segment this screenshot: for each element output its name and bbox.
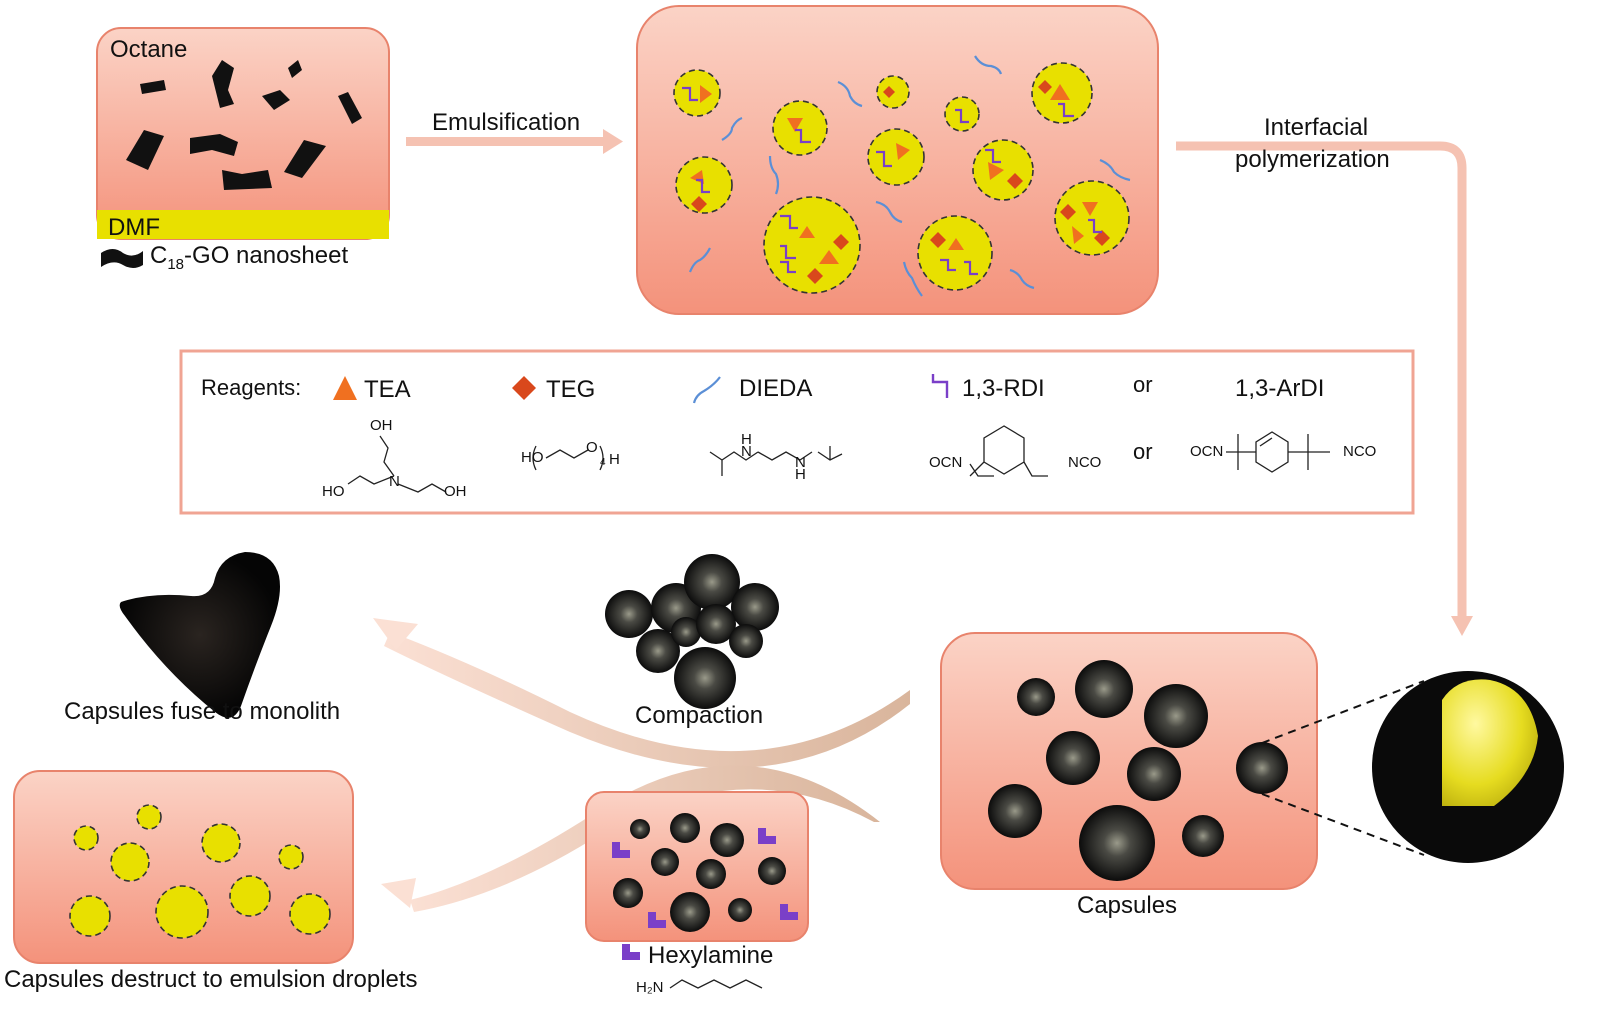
emulsion-teg-diamonds <box>691 80 1110 284</box>
capsule-cross-section <box>1372 671 1564 863</box>
reagents-box <box>179 349 1415 515</box>
rdi-zigzag-icon <box>931 374 949 398</box>
capsule-zoom-lines <box>1261 680 1425 856</box>
or-label-bottom: or <box>1133 439 1153 464</box>
dieda-n-left: N <box>741 443 752 460</box>
ardi-ocn: OCN <box>1190 443 1224 460</box>
dieda-h-top: H <box>741 431 752 448</box>
tea-triangle-icon <box>333 376 357 400</box>
octane-label: Octane <box>110 36 188 63</box>
monolith <box>119 552 281 718</box>
arrow-compaction <box>373 618 910 768</box>
arrow-interfacial <box>1176 141 1467 620</box>
reagent-ardi-label: 1,3-ArDI <box>1235 375 1325 402</box>
interfacial-label-line1: Interfacial <box>1264 114 1369 141</box>
teg-diamond-icon <box>512 376 536 400</box>
or-label-top: or <box>1133 372 1153 397</box>
tea-oh-top: OH <box>370 417 393 434</box>
capsules <box>988 660 1288 881</box>
teg-ho: HO <box>521 449 544 466</box>
emulsion-dieda-waves <box>688 55 1131 297</box>
teg-o: O <box>586 439 598 456</box>
compacted-capsules <box>605 554 779 709</box>
emulsification-label: Emulsification <box>432 109 581 136</box>
ardi-structure <box>1226 431 1330 473</box>
teg-repeat-n: 4 <box>600 457 606 468</box>
hexylamine-structure <box>669 979 763 989</box>
hexylamine-capsules <box>613 813 786 932</box>
chemical-structures <box>347 425 1330 989</box>
solvent-box <box>96 27 390 240</box>
emulsion-rdi-zigzags <box>682 86 1102 276</box>
dieda-structure <box>709 446 843 476</box>
hexylamine-h2n: H₂N <box>636 979 664 996</box>
teg-structure <box>532 445 604 471</box>
compaction-label: Compaction <box>635 702 764 729</box>
fuse-label: Capsules fuse to monolith <box>64 698 341 725</box>
tea-n: N <box>389 473 400 490</box>
interfacial-label-line2: polymerization <box>1235 146 1390 173</box>
arrow-interfacial-head <box>1451 616 1473 636</box>
arrow-emulsification <box>406 129 623 154</box>
ardi-nco: NCO <box>1343 443 1377 460</box>
reagent-tea-label: TEA <box>364 376 411 403</box>
dieda-wave-icon <box>692 376 721 404</box>
rdi-nco: NCO <box>1068 454 1102 471</box>
dieda-n-right: N <box>795 454 806 471</box>
reagent-dieda-label: DIEDA <box>739 375 813 402</box>
hexylamine-label: Hexylamine <box>648 942 774 969</box>
reagents-heading: Reagents: <box>201 375 302 400</box>
capsules-label: Capsules <box>1077 892 1178 919</box>
reagent-rdi-label: 1,3-RDI <box>962 375 1045 402</box>
teg-h: H <box>609 451 620 468</box>
hexylamine-markers <box>612 828 798 960</box>
destruct-label: Capsules destruct to emulsion droplets <box>4 966 418 993</box>
reagent-teg-label: TEG <box>546 376 596 403</box>
dieda-h-bottom: H <box>795 466 806 483</box>
go-nanosheets <box>101 60 362 268</box>
tea-oh-right: OH <box>444 483 467 500</box>
rdi-structure <box>969 425 1048 477</box>
tea-ho-left: HO <box>322 483 345 500</box>
nanosheet-legend-label: C18-GO nanosheet <box>150 242 349 273</box>
rdi-ocn: OCN <box>929 454 963 471</box>
dmf-label: DMF <box>108 214 160 241</box>
emulsion-tea-triangles <box>690 84 1098 264</box>
tea-structure <box>347 435 447 493</box>
emulsion-droplets-final <box>69 804 331 939</box>
